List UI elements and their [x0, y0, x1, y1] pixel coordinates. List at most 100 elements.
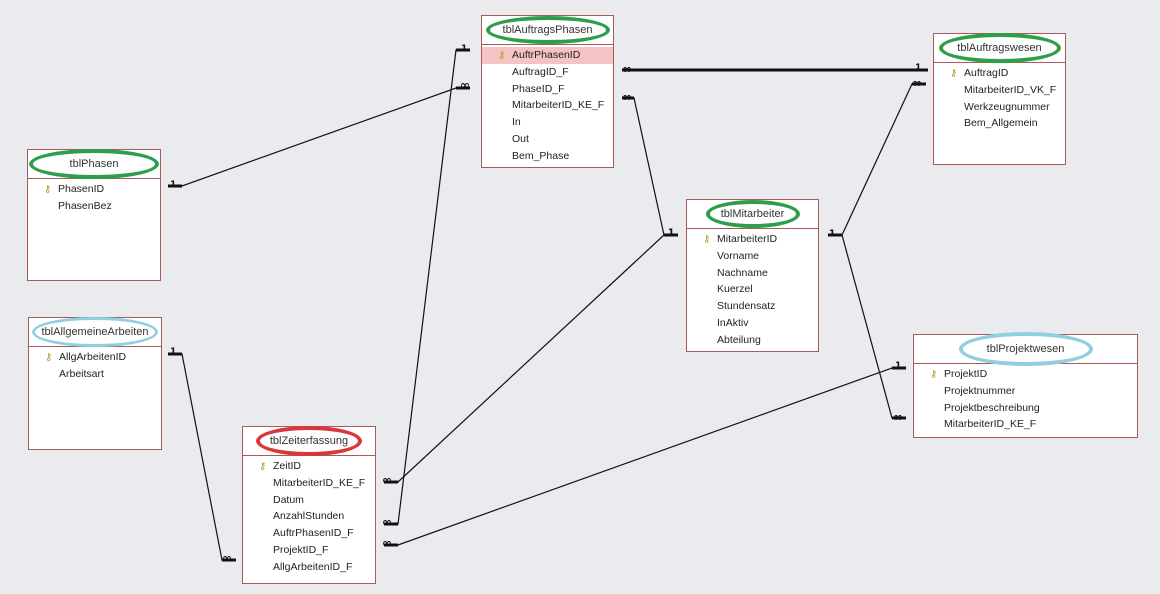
table-title: tblAuftragswesen — [957, 42, 1042, 54]
field-name: Projektnummer — [944, 384, 1016, 397]
table-title: tblAuftragsPhasen — [502, 24, 593, 36]
cardinality-many: ∞ — [460, 78, 470, 92]
field-row[interactable]: MitarbeiterID_KE_F — [914, 416, 1137, 433]
field-row[interactable]: AuftrPhasenID_F — [243, 525, 375, 542]
cardinality-one: 1 — [461, 44, 468, 54]
table-title: tblProjektwesen — [986, 343, 1065, 355]
primary-key-field[interactable]: ⚷ AuftrPhasenID — [482, 47, 613, 64]
field-row[interactable]: AllgArbeitenID_F — [243, 559, 375, 576]
field-name: In — [512, 116, 521, 129]
field-name: AnzahlStunden — [273, 510, 345, 523]
table-header[interactable]: tblAuftragsPhasen — [482, 16, 613, 45]
relationship-line[interactable] — [168, 353, 236, 561]
key-icon: ⚷ — [950, 68, 958, 79]
field-row[interactable]: Kuerzel — [687, 281, 818, 298]
field-row[interactable]: Projektnummer — [914, 383, 1137, 400]
primary-key-field[interactable]: ⚷PhasenID — [28, 181, 160, 198]
field-row[interactable]: Datum — [243, 492, 375, 509]
field-name: PhasenBez — [58, 199, 112, 212]
field-row[interactable]: Abteilung — [687, 332, 818, 349]
field-name: Abteilung — [717, 333, 761, 346]
table-header[interactable]: tblProjektwesen — [914, 332, 1137, 366]
primary-key-field[interactable]: ⚷AllgArbeitenID — [29, 349, 161, 366]
field-row[interactable]: MitarbeiterID_KE_F — [482, 97, 613, 114]
field-row[interactable]: PhaseID_F — [482, 81, 613, 98]
cardinality-one: 1 — [915, 63, 922, 73]
field-name: AuftrPhasenID — [512, 49, 581, 61]
field-row[interactable]: Stundensatz — [687, 298, 818, 315]
cardinality-many: ∞ — [912, 76, 922, 90]
field-row[interactable]: Nachname — [687, 265, 818, 282]
field-name: InAktiv — [717, 316, 749, 329]
field-name: Arbeitsart — [59, 367, 104, 380]
field-name: Werkzeugnummer — [964, 100, 1050, 113]
key-icon: ⚷ — [45, 352, 53, 363]
relationship-line[interactable] — [384, 49, 470, 525]
cardinality-one: 1 — [829, 229, 836, 239]
key-icon: ⚷ — [703, 234, 711, 245]
field-name: Projektbeschreibung — [944, 401, 1040, 414]
relationship-line[interactable] — [168, 87, 470, 187]
field-row[interactable]: Vorname — [687, 248, 818, 265]
table-title: tblMitarbeiter — [720, 208, 785, 220]
field-row[interactable]: Werkzeugnummer — [934, 99, 1065, 116]
cardinality-one: 1 — [829, 229, 836, 239]
table-header[interactable]: tblAuftragswesen — [934, 33, 1065, 63]
field-name: ProjektID_F — [273, 543, 329, 556]
field-name: Stundensatz — [717, 300, 776, 313]
field-row[interactable]: MitarbeiterID_VK_F — [934, 82, 1065, 99]
field-row[interactable]: MitarbeiterID_KE_F — [243, 475, 375, 492]
primary-key-field[interactable]: ⚷ MitarbeiterID — [687, 231, 818, 248]
field-row[interactable]: Projektbeschreibung — [914, 400, 1137, 417]
field-row[interactable]: Bem_Allgemein — [934, 115, 1065, 132]
field-row[interactable]: Bem_Phase — [482, 148, 613, 165]
relationship-line[interactable] — [828, 234, 906, 419]
relationship-line[interactable] — [828, 83, 926, 236]
field-name: Bem_Phase — [512, 149, 570, 162]
table-header[interactable]: tblPhasen — [28, 149, 160, 179]
field-row[interactable]: PhasenBez — [28, 198, 160, 215]
primary-key-field[interactable]: ⚷ ZeitID — [243, 458, 375, 475]
table-header[interactable]: tblAllgemeineArbeiten — [29, 317, 161, 347]
table-tblZeiterfassung[interactable]: tblZeiterfassung ⚷ ZeitID MitarbeiterID_KE_… — [242, 426, 376, 584]
cardinality-many: ∞ — [382, 536, 392, 550]
relationship-line[interactable] — [384, 234, 678, 483]
table-header[interactable]: tblMitarbeiter — [687, 200, 818, 229]
key-icon: ⚷ — [498, 50, 506, 61]
cardinality-many: ∞ — [622, 62, 632, 76]
relationship-line[interactable] — [622, 97, 678, 236]
relationship-line[interactable] — [384, 367, 906, 546]
field-name: ZeitID — [273, 460, 302, 472]
field-row[interactable]: Out — [482, 131, 613, 148]
field-row[interactable]: InAktiv — [687, 315, 818, 332]
field-row[interactable]: In — [482, 114, 613, 131]
primary-key-field[interactable]: ⚷ProjektID — [914, 366, 1137, 383]
field-name: Datum — [273, 493, 304, 506]
key-icon: ⚷ — [259, 461, 267, 472]
table-tblAuftragsPhasen[interactable]: tblAuftragsPhasen ⚷ AuftrPhasenID AuftragID… — [481, 15, 614, 168]
field-name: Vorname — [717, 249, 760, 262]
cardinality-many: ∞ — [622, 90, 632, 104]
field-row[interactable]: ProjektID_F — [243, 542, 375, 559]
cardinality-one: 1 — [170, 180, 177, 190]
field-row[interactable]: Arbeitsart — [29, 366, 161, 383]
field-name: AuftrPhasenID_F — [273, 527, 354, 540]
cardinality-one: 1 — [895, 361, 902, 371]
primary-key-field[interactable]: ⚷AuftragID — [934, 65, 1065, 82]
field-row[interactable]: AuftragID_F — [482, 64, 613, 81]
field-row[interactable]: AnzahlStunden — [243, 508, 375, 525]
field-name: MitarbeiterID — [717, 233, 778, 245]
table-header[interactable]: tblZeiterfassung — [243, 426, 375, 456]
